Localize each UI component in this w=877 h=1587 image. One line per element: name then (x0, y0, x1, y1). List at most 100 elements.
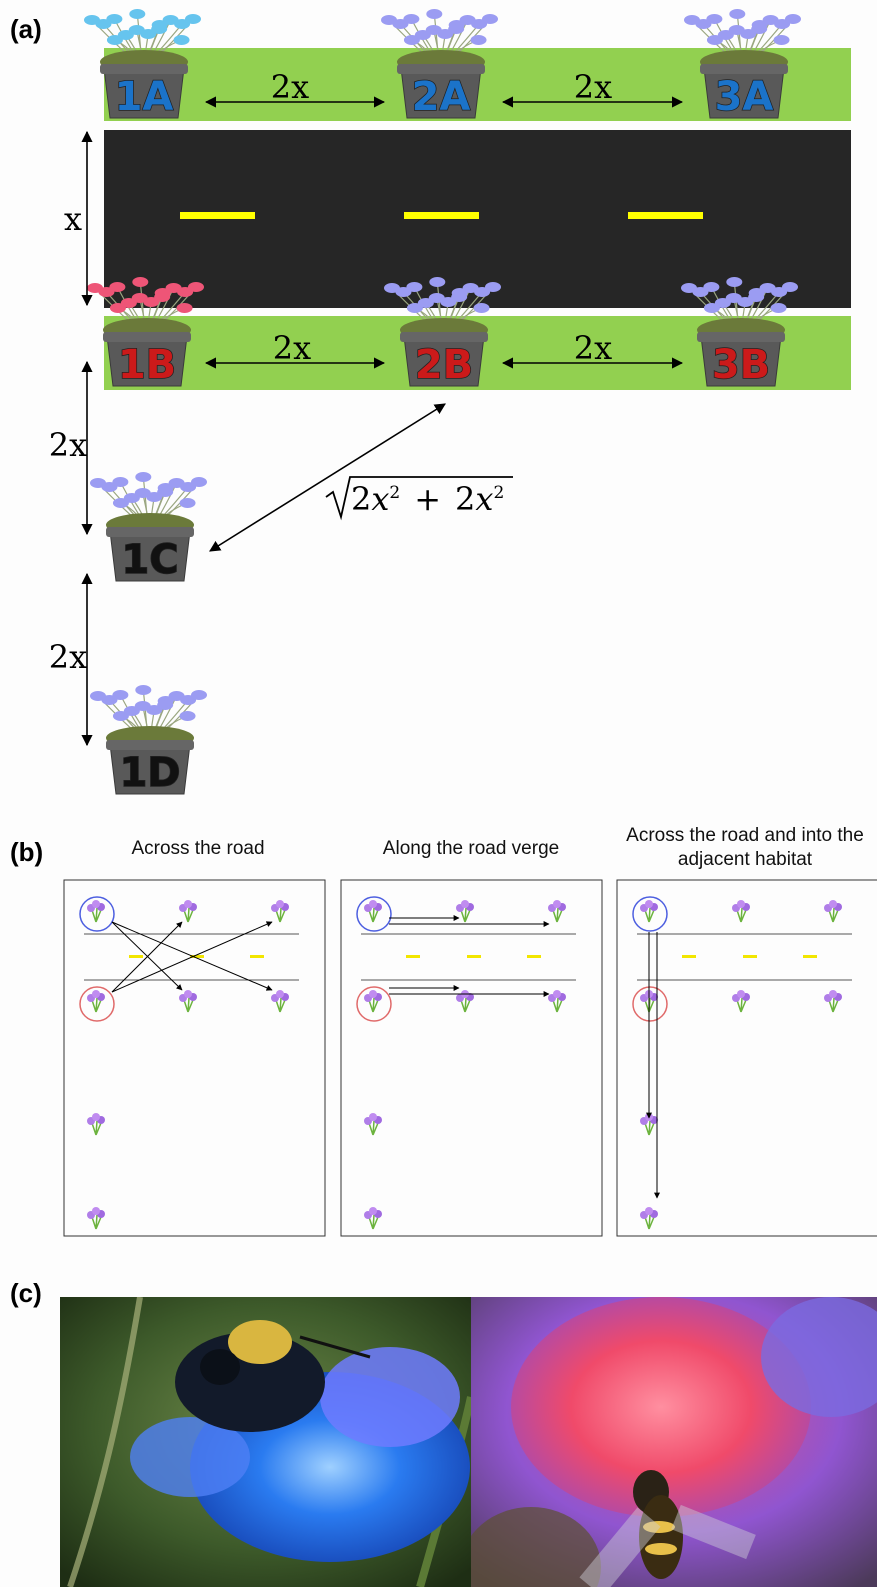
scabious-flower (106, 14, 123, 24)
scabious-flower (135, 472, 152, 482)
scabious-flower (176, 303, 193, 313)
flower-icon (640, 1207, 658, 1230)
panel-label-c: (c) (10, 1278, 42, 1308)
scenario-title-into-habitat: Across the road and into the adjacent ha… (626, 825, 864, 870)
flower-icon (364, 1113, 382, 1136)
road-marking (129, 955, 143, 958)
scabious-flower (185, 14, 201, 24)
scabious-flower (729, 9, 746, 19)
scabious-flower (151, 24, 168, 34)
flower-icon (87, 1113, 105, 1136)
scabious-flower (770, 303, 787, 313)
source-plant-ring-blue (632, 896, 668, 932)
pot-label: 3A (715, 74, 774, 120)
scabious-flower (135, 685, 152, 695)
distance-label-2b-3b: 2x (574, 329, 612, 367)
flower-icon (179, 990, 197, 1013)
road-width-label: x (64, 200, 82, 238)
scabious-flower (179, 711, 196, 721)
road-marking (682, 955, 696, 958)
scabious-flower (485, 282, 501, 292)
scenario-box (63, 879, 326, 1237)
flower-icon (271, 900, 289, 923)
distance-label-2a-3a: 2x (574, 68, 612, 106)
plant-pot-3a: 3A (684, 9, 801, 121)
pollen-flow-arrow (111, 921, 273, 993)
road-marking (180, 212, 255, 219)
scabious-flower (429, 277, 446, 287)
scabious-flower (154, 292, 171, 302)
pollen-flow-arrow (111, 921, 273, 991)
road-marking (743, 955, 757, 958)
panel-label-b: (b) (10, 837, 44, 867)
flower-icon (548, 900, 566, 923)
distance-label-1c-1d: 2x (49, 638, 87, 676)
scabious-flower (470, 35, 487, 45)
scabious-flower (706, 14, 723, 24)
scabious-flower (748, 292, 765, 302)
flower-icon (824, 900, 842, 923)
scabious-flower (129, 9, 146, 19)
pot-label: 2B (415, 342, 473, 388)
scenario-title-across-road: Across the road (131, 838, 265, 859)
flower-icon (640, 990, 658, 1013)
source-plant-ring-red (79, 986, 115, 1022)
pot-label: 1A (115, 74, 174, 120)
scabious-flower (109, 282, 126, 292)
source-plant-ring-red (356, 986, 392, 1022)
road-marking (190, 955, 204, 958)
distance-label-1b-1c: 2x (49, 426, 87, 464)
scabious-flower (157, 700, 174, 710)
flower-icon (87, 900, 105, 923)
scabious-flower (191, 690, 207, 700)
source-plant-ring-red (632, 986, 668, 1022)
road-marking (527, 955, 541, 958)
scabious-flower (426, 9, 443, 19)
distance-arrow-2b-1c (209, 403, 446, 552)
pot-label: 1B (118, 342, 176, 388)
pot-label: 1D (119, 750, 180, 796)
road-marking (406, 955, 420, 958)
distance-label-1a-2a: 2x (271, 68, 309, 106)
plant-pot-1c: 1C (90, 472, 207, 584)
scabious-flower (751, 24, 768, 34)
scabious-flower (191, 477, 207, 487)
flower-icon (548, 990, 566, 1013)
scenario-box (616, 879, 877, 1237)
flower-icon (364, 990, 382, 1013)
plant-pot-1d: 1D (90, 685, 207, 797)
source-plant-ring-blue (356, 896, 392, 932)
svg-text:2x2+2x2: 2x2+2x2 (351, 480, 504, 518)
plant-pot-1b: 1B (87, 277, 204, 389)
panel-label-a: (a) (10, 14, 42, 44)
scabious-flower (785, 14, 801, 24)
flower-icon (364, 900, 382, 923)
plant-pot-2b: 2B (384, 277, 501, 389)
scabious-flower (188, 282, 204, 292)
road-marking (803, 955, 817, 958)
road-marking (404, 212, 479, 219)
scabious-flower (406, 282, 423, 292)
road-marking (628, 212, 703, 219)
plant-pot-2a: 2A (381, 9, 498, 121)
photo-bumblebee-on-blue-scabious (60, 1297, 471, 1587)
flower-icon (87, 990, 105, 1013)
flower-icon (824, 990, 842, 1013)
plant-pot-1a: 1A (84, 9, 201, 121)
scabious-flower (726, 277, 743, 287)
flower-icon (271, 990, 289, 1013)
scabious-flower (403, 14, 420, 24)
distance-label-1b-2b: 2x (273, 329, 311, 367)
road-marking (467, 955, 481, 958)
scabious-flower (173, 35, 190, 45)
flower-icon (364, 1207, 382, 1230)
scabious-flower (482, 14, 498, 24)
flower-icon (179, 900, 197, 923)
scabious-flower (782, 282, 798, 292)
scabious-flower (773, 35, 790, 45)
pot-label: 1C (121, 537, 178, 583)
scabious-flower (451, 292, 468, 302)
scabious-flower (179, 498, 196, 508)
scabious-flower (112, 690, 129, 700)
